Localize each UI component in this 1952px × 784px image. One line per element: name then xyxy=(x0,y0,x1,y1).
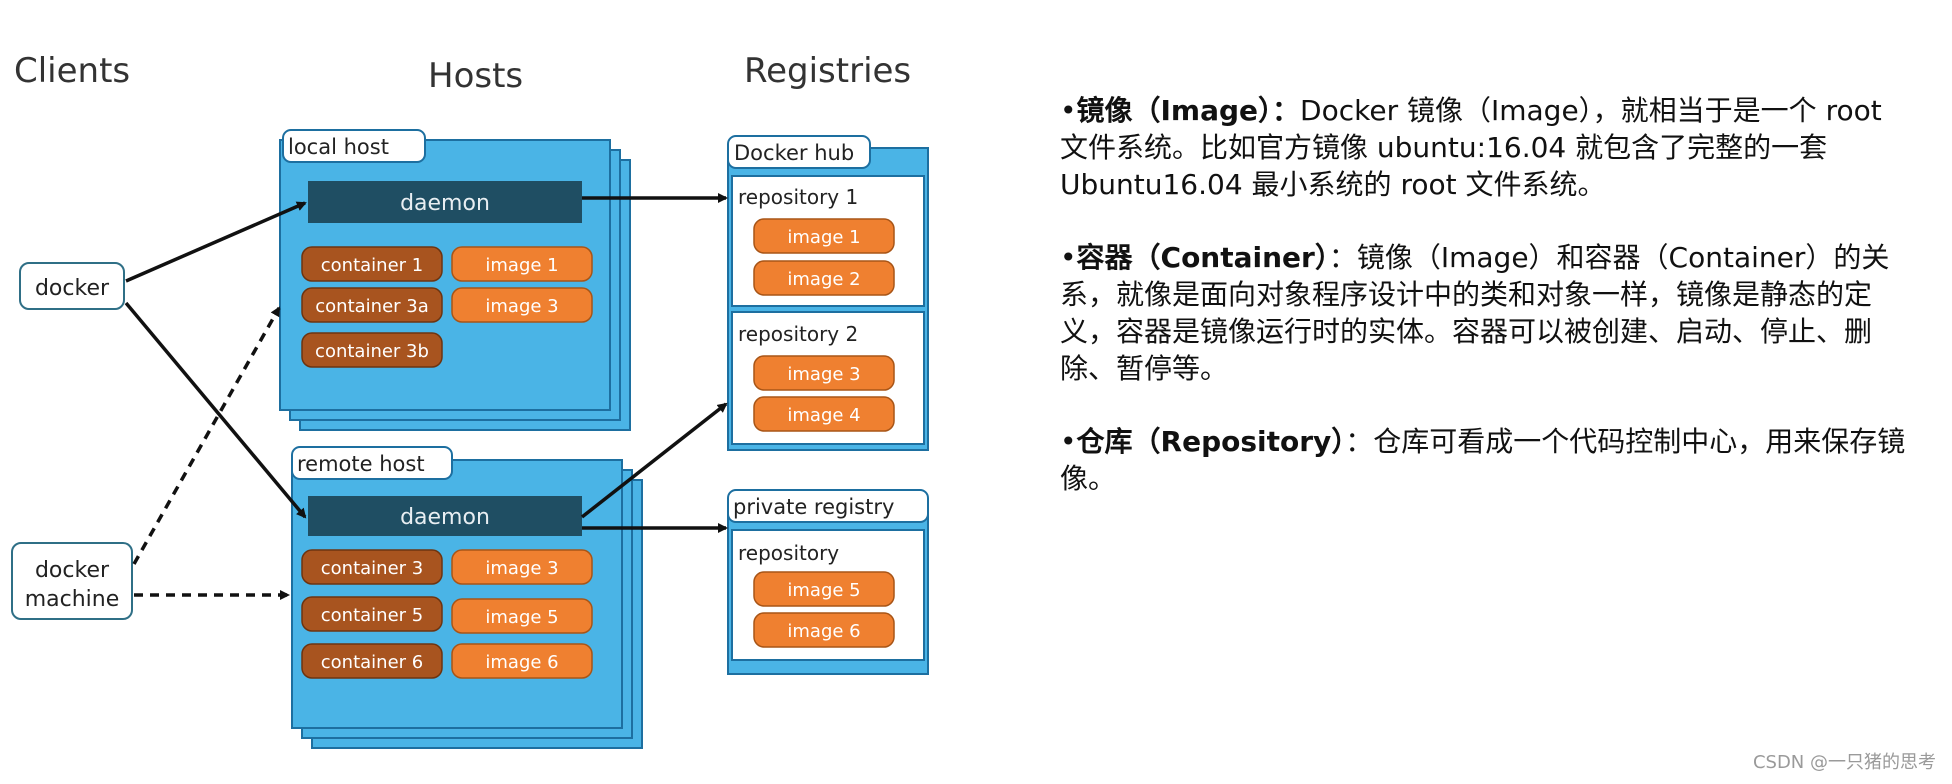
note-container-text: ：镜像（Image）和容器（Container）的关系，就像是面向对象程序设计中… xyxy=(1060,241,1890,385)
local-host-label: local host xyxy=(288,135,389,159)
clients-header: Clients xyxy=(14,51,130,91)
repository-1-label: repository 1 xyxy=(738,185,858,209)
remote-image-6: image 6 xyxy=(485,652,558,673)
remote-container-6: container 6 xyxy=(321,652,423,673)
docker-architecture-diagram: Clients Hosts Registries docker docker m… xyxy=(11,51,929,749)
arrow-docker-to-remote-daemon xyxy=(124,301,307,519)
docker-machine-label-line2: machine xyxy=(25,587,120,612)
hub-repo1-image-2: image 2 xyxy=(787,269,860,290)
remote-host-label: remote host xyxy=(297,452,425,476)
docker-machine-client: docker machine xyxy=(11,542,133,620)
private-registry: private registry repository image 5 imag… xyxy=(727,489,929,675)
docker-hub-registry: Docker hub repository 1 image 1 image 2 … xyxy=(727,135,929,451)
remote-host: remote host daemon container 3 container… xyxy=(291,446,643,749)
private-registry-label: private registry xyxy=(733,495,894,519)
note-container-term: 容器（Container） xyxy=(1076,241,1329,274)
note-image-bullet: • xyxy=(1060,94,1077,127)
hub-repo1-image-1: image 1 xyxy=(787,227,860,248)
repository-2-label: repository 2 xyxy=(738,322,858,346)
local-container-3b: container 3b xyxy=(315,341,429,362)
remote-image-5: image 5 xyxy=(485,607,558,628)
note-image-term: 镜像（Image）： xyxy=(1076,94,1301,127)
arrow-machine-to-local-host xyxy=(132,306,281,565)
hosts-header: Hosts xyxy=(428,56,523,96)
local-image-1: image 1 xyxy=(485,255,558,276)
remote-daemon: daemon xyxy=(400,505,490,530)
local-image-3: image 3 xyxy=(485,296,558,317)
docker-client: docker xyxy=(19,262,125,310)
note-container-bullet: • xyxy=(1060,241,1077,274)
private-image-6: image 6 xyxy=(787,621,860,642)
docker-hub-label: Docker hub xyxy=(734,141,854,165)
arrow-docker-to-local-daemon xyxy=(125,201,307,283)
arrow-remote-daemon-to-repository-2 xyxy=(580,402,728,519)
hub-repo2-image-3: image 3 xyxy=(787,364,860,385)
local-daemon: daemon xyxy=(400,191,490,216)
note-container: •容器（Container）：镜像（Image）和容器（Container）的关… xyxy=(1060,239,1910,387)
note-repository: •仓库（Repository）：仓库可看成一个代码控制中心，用来保存镜像。 xyxy=(1060,423,1910,497)
private-image-5: image 5 xyxy=(787,580,860,601)
docker-client-label: docker xyxy=(35,276,110,301)
remote-container-5: container 5 xyxy=(321,605,423,626)
note-image: •镜像（Image）：Docker 镜像（Image），就相当于是一个 root… xyxy=(1060,92,1910,203)
private-repository-label: repository xyxy=(738,541,839,565)
registries-header: Registries xyxy=(744,51,911,91)
docker-machine-label-line1: docker xyxy=(35,558,110,583)
local-host: local host daemon container 1 container … xyxy=(279,129,631,431)
watermark-footer: CSDN @一只猪的思考 xyxy=(1752,752,1936,773)
remote-container-3: container 3 xyxy=(321,558,423,579)
local-container-3a: container 3a xyxy=(315,296,429,317)
remote-image-3: image 3 xyxy=(485,558,558,579)
notes-panel: •镜像（Image）：Docker 镜像（Image），就相当于是一个 root… xyxy=(1060,92,1910,533)
note-image-text: Docker 镜像（Image），就相当于是一个 root 文件系统。比如官方镜… xyxy=(1060,94,1882,201)
note-repository-bullet: • xyxy=(1060,425,1077,458)
note-repository-text: ：仓库可看成一个代码控制中心，用来保存镜像。 xyxy=(1060,425,1906,495)
hub-repo2-image-4: image 4 xyxy=(787,405,860,426)
note-repository-term: 仓库（Repository） xyxy=(1076,425,1346,458)
local-container-1: container 1 xyxy=(321,255,423,276)
